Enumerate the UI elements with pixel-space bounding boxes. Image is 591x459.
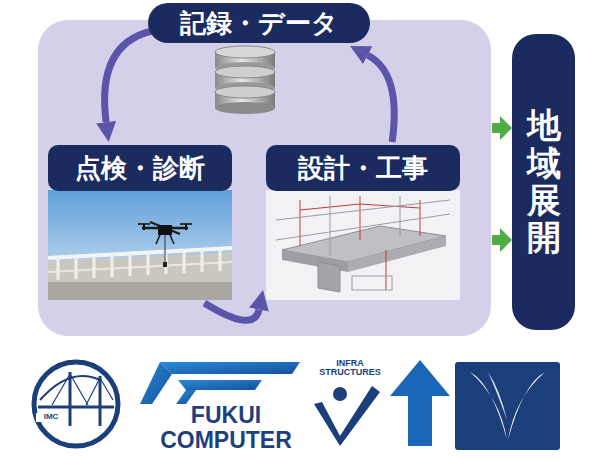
fukui-logo-mark	[140, 362, 300, 404]
imc-logo	[34, 362, 118, 446]
cycle-region	[38, 20, 491, 336]
leaf-logo	[455, 362, 560, 450]
green-arrows	[492, 116, 512, 252]
infra-logo	[314, 360, 450, 446]
heading-tab: 点検・診断	[48, 145, 232, 191]
green-arrow	[492, 116, 512, 140]
inspection-box: 点検・診断	[48, 145, 232, 300]
regional-bar: 地域展開	[512, 34, 575, 330]
drone-photo	[48, 190, 232, 300]
logo-text: INFRA STRUCTURES	[314, 359, 386, 378]
node-label: 設計・工事	[298, 151, 428, 186]
design-box: 設計・工事	[266, 145, 460, 300]
logo-text: FUKUI COMPUTER	[140, 403, 312, 454]
logo-text: IMC	[36, 413, 66, 422]
cycle-arrow	[105, 31, 152, 122]
drone-figure	[138, 222, 192, 267]
heading-tab: 設計・工事	[266, 145, 460, 191]
vertical-label: 地域展開	[527, 107, 561, 257]
cycle-arrow	[204, 303, 259, 320]
record-data-box: 記録・データ	[148, 3, 370, 43]
database-icon	[215, 46, 275, 114]
cycle-arrow	[368, 55, 395, 142]
node-label: 点検・診断	[75, 151, 205, 186]
cad-drawing	[266, 190, 460, 300]
node-label: 記録・データ	[180, 6, 338, 41]
green-arrow	[492, 228, 512, 252]
